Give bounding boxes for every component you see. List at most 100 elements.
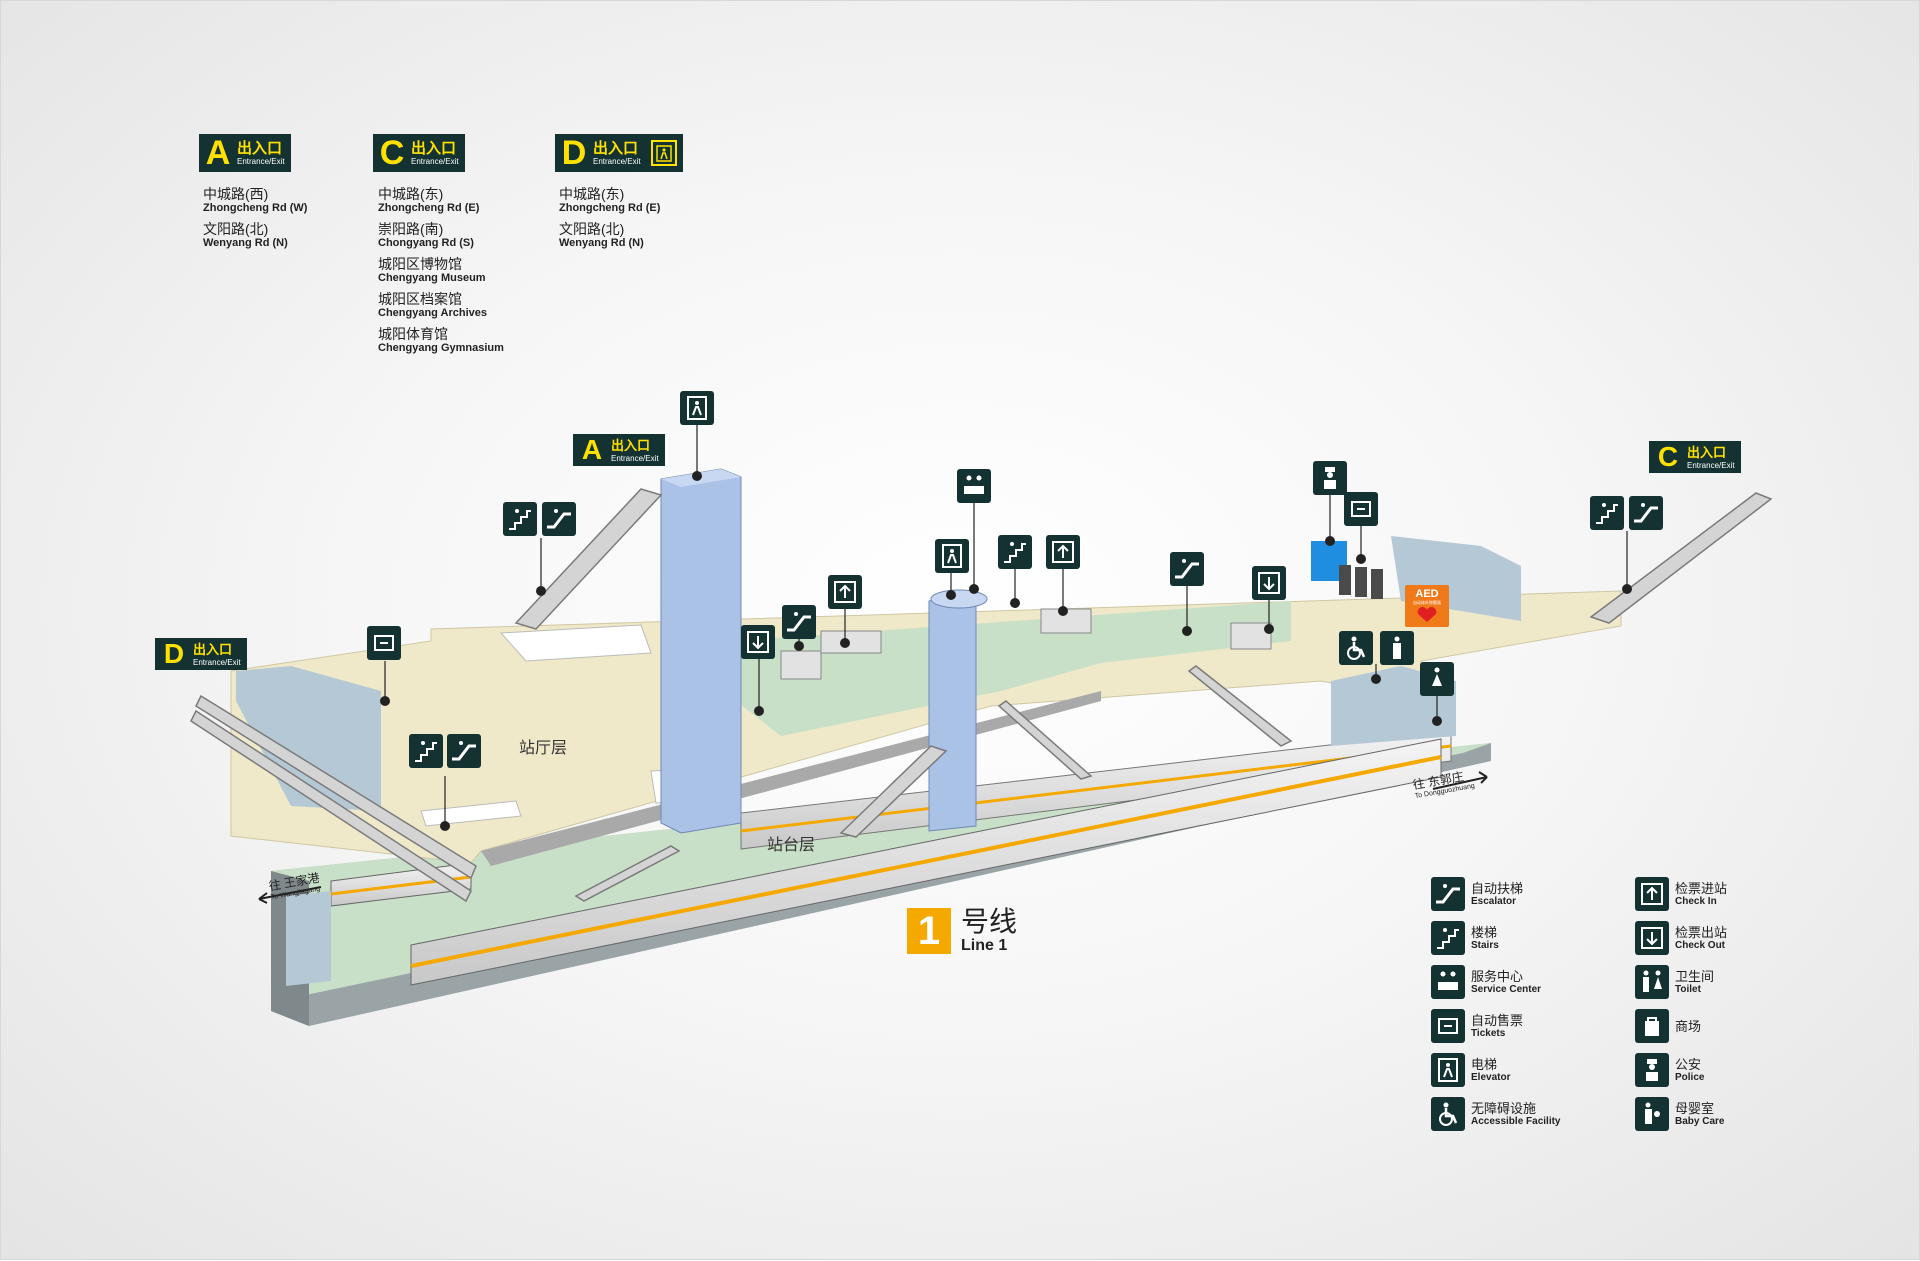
exit-d-destinations: 中城路(东)Zhongcheng Rd (E) 文阳路(北)Wenyang Rd…	[559, 186, 759, 256]
legend-en: Check In	[1675, 895, 1717, 907]
checkout-icon	[741, 625, 775, 659]
destination-en: Zhongcheng Rd (E)	[559, 202, 661, 214]
escalator-icon	[1170, 552, 1204, 586]
map-exit-a-en: Entrance/Exit	[611, 453, 659, 463]
legend-en: Tickets	[1471, 1027, 1506, 1039]
legend-en: Elevator	[1471, 1071, 1511, 1083]
accessible-icon	[1431, 1097, 1465, 1131]
destination-item: 崇阳路(南)Chongyang Rd (S)	[378, 221, 578, 250]
toilet-icon	[1635, 965, 1669, 999]
toilet-icon	[1380, 631, 1414, 665]
map-exit-a-cn: 出入口	[611, 437, 651, 453]
checkout-icon	[1252, 566, 1286, 600]
aed-label: AED	[1415, 588, 1439, 600]
stairs-icon	[409, 734, 443, 768]
exit-c-cn: 出入口	[411, 139, 457, 157]
elevator-shafts	[660, 468, 988, 834]
legend-cn: 自动扶梯	[1471, 880, 1524, 896]
legend-en: Police	[1675, 1071, 1705, 1083]
line-badge: 1 号线 Line 1	[907, 907, 1017, 955]
map-exit-c-en: Entrance/Exit	[1687, 460, 1735, 470]
police-icon	[1635, 1053, 1669, 1087]
destination-item: 中城路(东)Zhongcheng Rd (E)	[378, 186, 578, 215]
legend-cn: 商场	[1675, 1018, 1702, 1034]
legend-item-shop: 商场	[1635, 1009, 1835, 1043]
exit-a-cn: 出入口	[237, 139, 283, 157]
destination-en: Chengyang Archives	[378, 307, 488, 319]
direction-arrows	[258, 771, 1488, 904]
elevator-icon	[1431, 1053, 1465, 1087]
destination-cn: 文阳路(北)	[203, 221, 269, 237]
exit-a-badge: A 出入口 Entrance/Exit	[199, 134, 291, 172]
toilet-icon	[1420, 662, 1454, 696]
baby-care-icon	[1635, 1097, 1669, 1131]
exit-c-badge: C 出入口 Entrance/Exit	[373, 134, 465, 172]
stairs-icon	[503, 502, 537, 536]
destination-cn: 城阳区档案馆	[378, 291, 462, 307]
destination-en: Chengyang Gymnasium	[378, 342, 504, 354]
legend-cn: 无障碍设施	[1471, 1100, 1537, 1116]
exit-d-en: Entrance/Exit	[593, 156, 641, 166]
escalator-icon	[782, 605, 816, 639]
destination-cn: 中城路(东)	[559, 186, 625, 202]
legend-cn: 检票出站	[1675, 924, 1728, 940]
destination-en: Zhongcheng Rd (W)	[203, 202, 308, 214]
destination-en: Chengyang Museum	[378, 272, 486, 284]
escalators	[190, 488, 1773, 903]
elevator-icon	[650, 140, 677, 166]
shop-icon	[1635, 1009, 1669, 1043]
service-center-icon	[957, 469, 991, 503]
map-exit-c-letter: C	[1657, 441, 1679, 472]
destination-item: 文阳路(北)Wenyang Rd (N)	[559, 221, 759, 250]
map-exit-d-en: Entrance/Exit	[193, 657, 241, 667]
legend-en: Stairs	[1471, 939, 1499, 951]
checkout-icon	[1635, 921, 1669, 955]
exit-d-letter: D	[561, 134, 587, 172]
destination-item: 中城路(东)Zhongcheng Rd (E)	[559, 186, 759, 215]
destination-en: Wenyang Rd (N)	[559, 237, 644, 249]
checkin-icon	[1046, 535, 1080, 569]
escalator-icon	[447, 734, 481, 768]
platform-label: 站台层	[767, 837, 816, 854]
destination-cn: 崇阳路(南)	[378, 221, 444, 237]
stairs-icon	[1590, 496, 1624, 530]
destination-en: Zhongcheng Rd (E)	[378, 202, 480, 214]
escalator-icon	[542, 502, 576, 536]
destination-cn: 中城路(西)	[203, 186, 269, 202]
stairs-icon	[998, 535, 1032, 569]
destination-item: 文阳路(北) Wenyang Rd (N)	[203, 221, 403, 250]
checkin-icon	[828, 575, 862, 609]
ticket-icon	[1344, 492, 1378, 526]
checkin-icon	[1635, 877, 1669, 911]
map-exit-c-cn: 出入口	[1687, 444, 1727, 460]
exit-a-destinations: 中城路(西) Zhongcheng Rd (W) 文阳路(北) Wenyang …	[203, 186, 403, 256]
exit-d-badge: D 出入口 Entrance/Exit	[555, 134, 683, 172]
legend-en: Accessible Facility	[1471, 1115, 1561, 1127]
ticket-icon	[367, 626, 401, 660]
exit-c-destinations: 中城路(东)Zhongcheng Rd (E) 崇阳路(南)Chongyang …	[378, 186, 578, 361]
destination-item: 中城路(西) Zhongcheng Rd (W)	[203, 186, 403, 215]
destination-cn: 城阳区博物馆	[378, 256, 462, 272]
destination-cn: 中城路(东)	[378, 186, 444, 202]
destination-en: Wenyang Rd (N)	[203, 237, 288, 249]
legend-en: Toilet	[1675, 983, 1701, 995]
map-exit-d-cn: 出入口	[193, 641, 233, 657]
legend-en: Baby Care	[1675, 1115, 1725, 1127]
ticket-machines	[1339, 565, 1383, 599]
aed-sub: 自动体外除颤器	[1413, 600, 1441, 605]
exit-c-letter: C	[379, 134, 405, 172]
legend-cn: 母婴室	[1675, 1100, 1715, 1116]
legend-cn: 电梯	[1471, 1056, 1498, 1072]
